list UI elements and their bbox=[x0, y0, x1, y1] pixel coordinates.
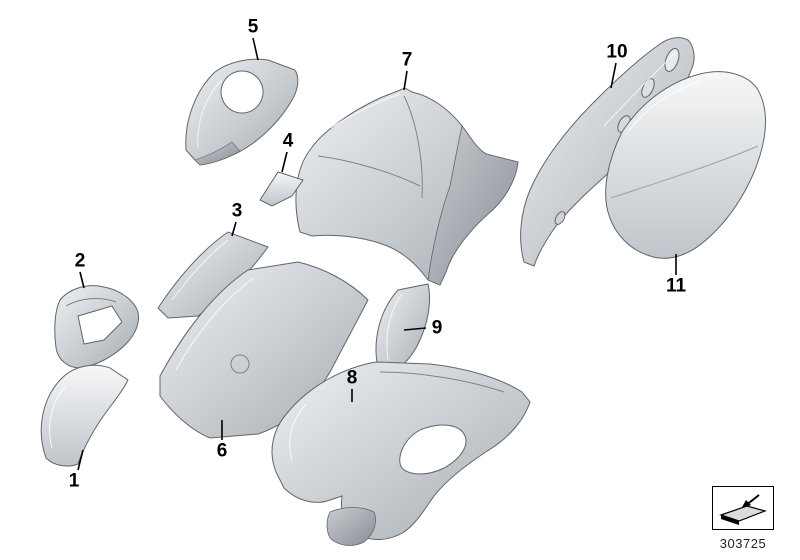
painted-surface-icon bbox=[719, 494, 767, 525]
part-8-shape bbox=[271, 361, 531, 546]
part-5-shape bbox=[185, 58, 299, 166]
callout-1[interactable]: 1 bbox=[68, 470, 80, 492]
callout-9[interactable]: 9 bbox=[431, 317, 443, 339]
callout-2[interactable]: 2 bbox=[74, 250, 86, 272]
callout-7[interactable]: 7 bbox=[401, 49, 413, 71]
callout-8[interactable]: 8 bbox=[346, 367, 358, 389]
callout-5[interactable]: 5 bbox=[247, 16, 259, 38]
callout-11[interactable]: 11 bbox=[665, 275, 687, 297]
callout-10[interactable]: 10 bbox=[606, 41, 628, 63]
part-4-shape bbox=[259, 171, 304, 207]
part-6-shape bbox=[159, 261, 369, 439]
callout-6[interactable]: 6 bbox=[216, 440, 228, 462]
callout-4[interactable]: 4 bbox=[282, 130, 294, 152]
drawing-number: 303725 bbox=[719, 536, 767, 551]
part-7-shape bbox=[295, 87, 519, 286]
leader-lines bbox=[77, 37, 677, 471]
callout-3[interactable]: 3 bbox=[231, 200, 243, 222]
part-1-shape bbox=[40, 364, 129, 467]
part-11-shape bbox=[605, 71, 766, 259]
paint-legend-box bbox=[712, 486, 774, 530]
part-2-shape bbox=[54, 285, 139, 369]
